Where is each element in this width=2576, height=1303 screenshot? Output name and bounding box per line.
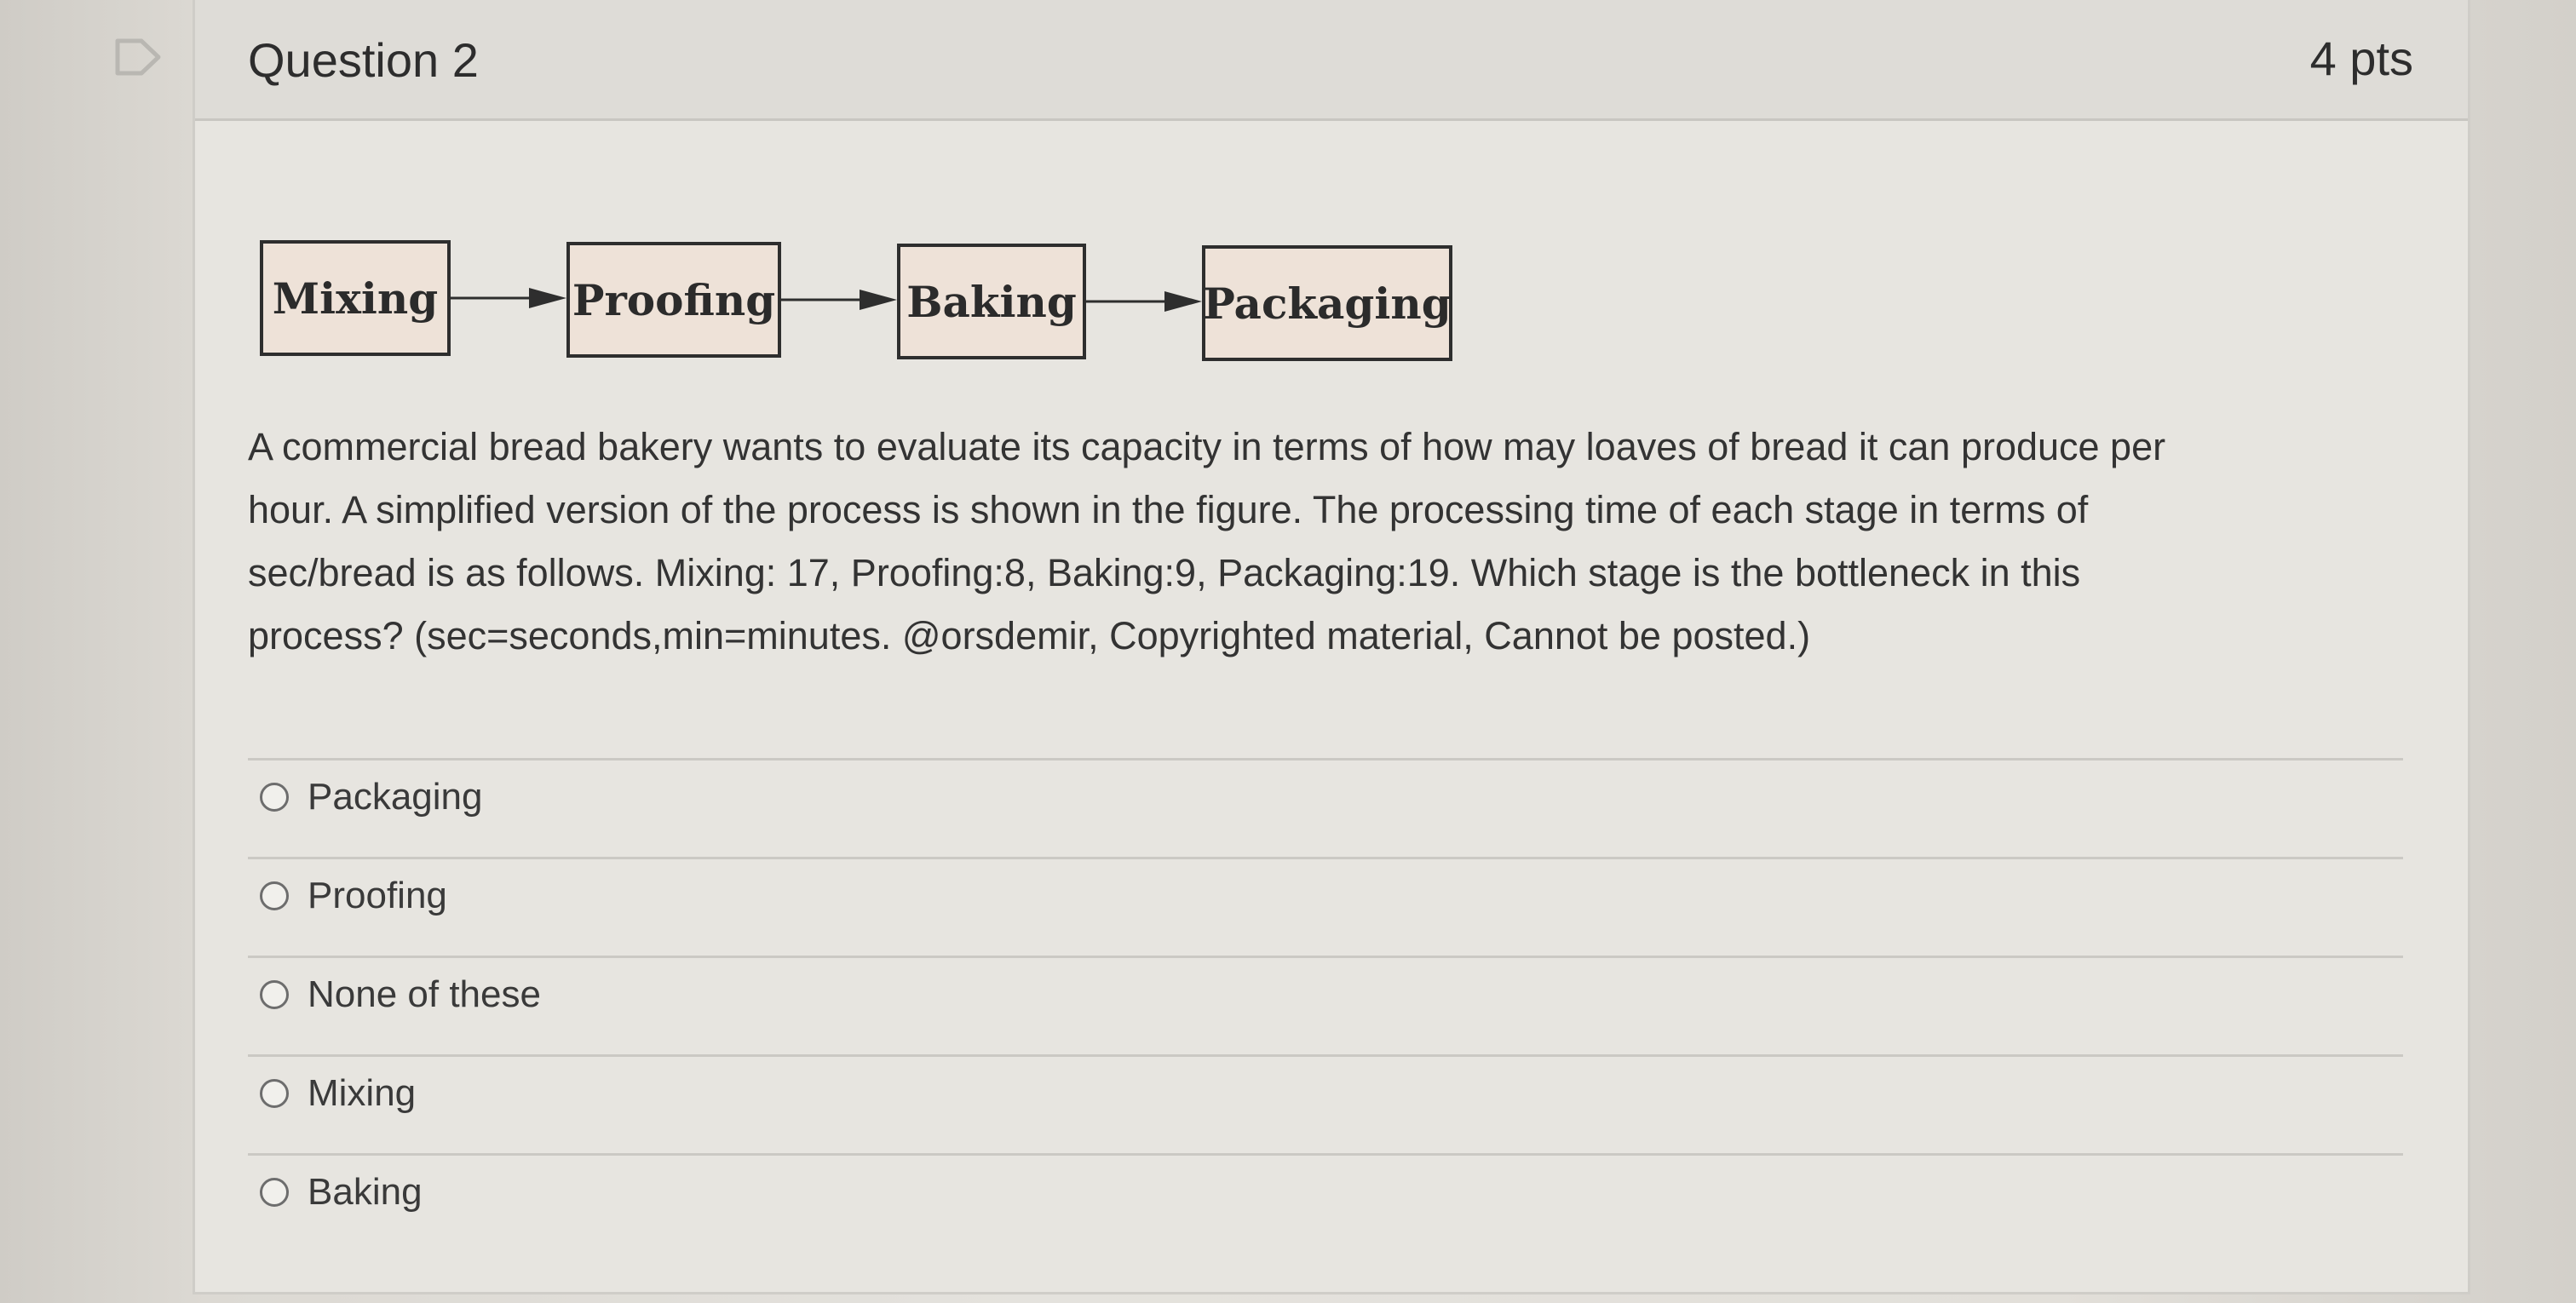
answer-divider (248, 956, 2403, 958)
question-text-line: hour. A simplified version of the proces… (248, 488, 2089, 531)
radio-unchecked-icon[interactable] (260, 881, 289, 910)
answer-label: Proofing (308, 875, 447, 916)
answer-label: Baking (308, 1171, 423, 1213)
process-diagram: Mixing Proofing Baking Packaging (260, 240, 1452, 376)
radio-unchecked-icon[interactable] (260, 1178, 289, 1207)
question-points: 4 pts (2309, 32, 2413, 85)
answer-option-packaging[interactable]: Packaging (260, 772, 482, 823)
answer-divider (248, 1054, 2403, 1057)
question-title: Question 2 (248, 33, 479, 87)
radio-unchecked-icon[interactable] (260, 783, 289, 812)
question-text-line: A commercial bread bakery wants to evalu… (248, 425, 2166, 468)
answer-option-proofing[interactable]: Proofing (260, 870, 447, 921)
question-card: Question 2 4 pts Mixing Proofing Baking … (193, 0, 2470, 1294)
answer-divider (248, 758, 2403, 761)
question-text: A commercial bread bakery wants to evalu… (248, 416, 2429, 668)
answer-divider (248, 857, 2403, 859)
stage-box-packaging: Packaging (1202, 245, 1452, 361)
stage-box-baking: Baking (897, 244, 1086, 359)
radio-unchecked-icon[interactable] (260, 980, 289, 1009)
question-text-line: sec/bread is as follows. Mixing: 17, Pro… (248, 551, 2081, 594)
answer-label: Packaging (308, 776, 483, 818)
answer-option-mixing[interactable]: Mixing (260, 1068, 416, 1119)
answer-label: None of these (308, 973, 541, 1015)
stage-box-mixing: Mixing (260, 240, 451, 356)
answer-label: Mixing (308, 1072, 417, 1114)
question-header: Question 2 4 pts (195, 0, 2468, 121)
flag-question-icon[interactable] (112, 37, 164, 77)
flow-arrow (451, 288, 566, 308)
flow-arrow (781, 290, 897, 310)
answer-option-none-of-these[interactable]: None of these (260, 969, 541, 1020)
stage-box-proofing: Proofing (566, 242, 781, 358)
flow-arrow (1086, 291, 1202, 312)
answer-divider (248, 1153, 2403, 1156)
radio-unchecked-icon[interactable] (260, 1079, 289, 1108)
question-text-line: process? (sec=seconds,min=minutes. @orsd… (248, 614, 1811, 657)
answer-option-baking[interactable]: Baking (260, 1167, 423, 1218)
